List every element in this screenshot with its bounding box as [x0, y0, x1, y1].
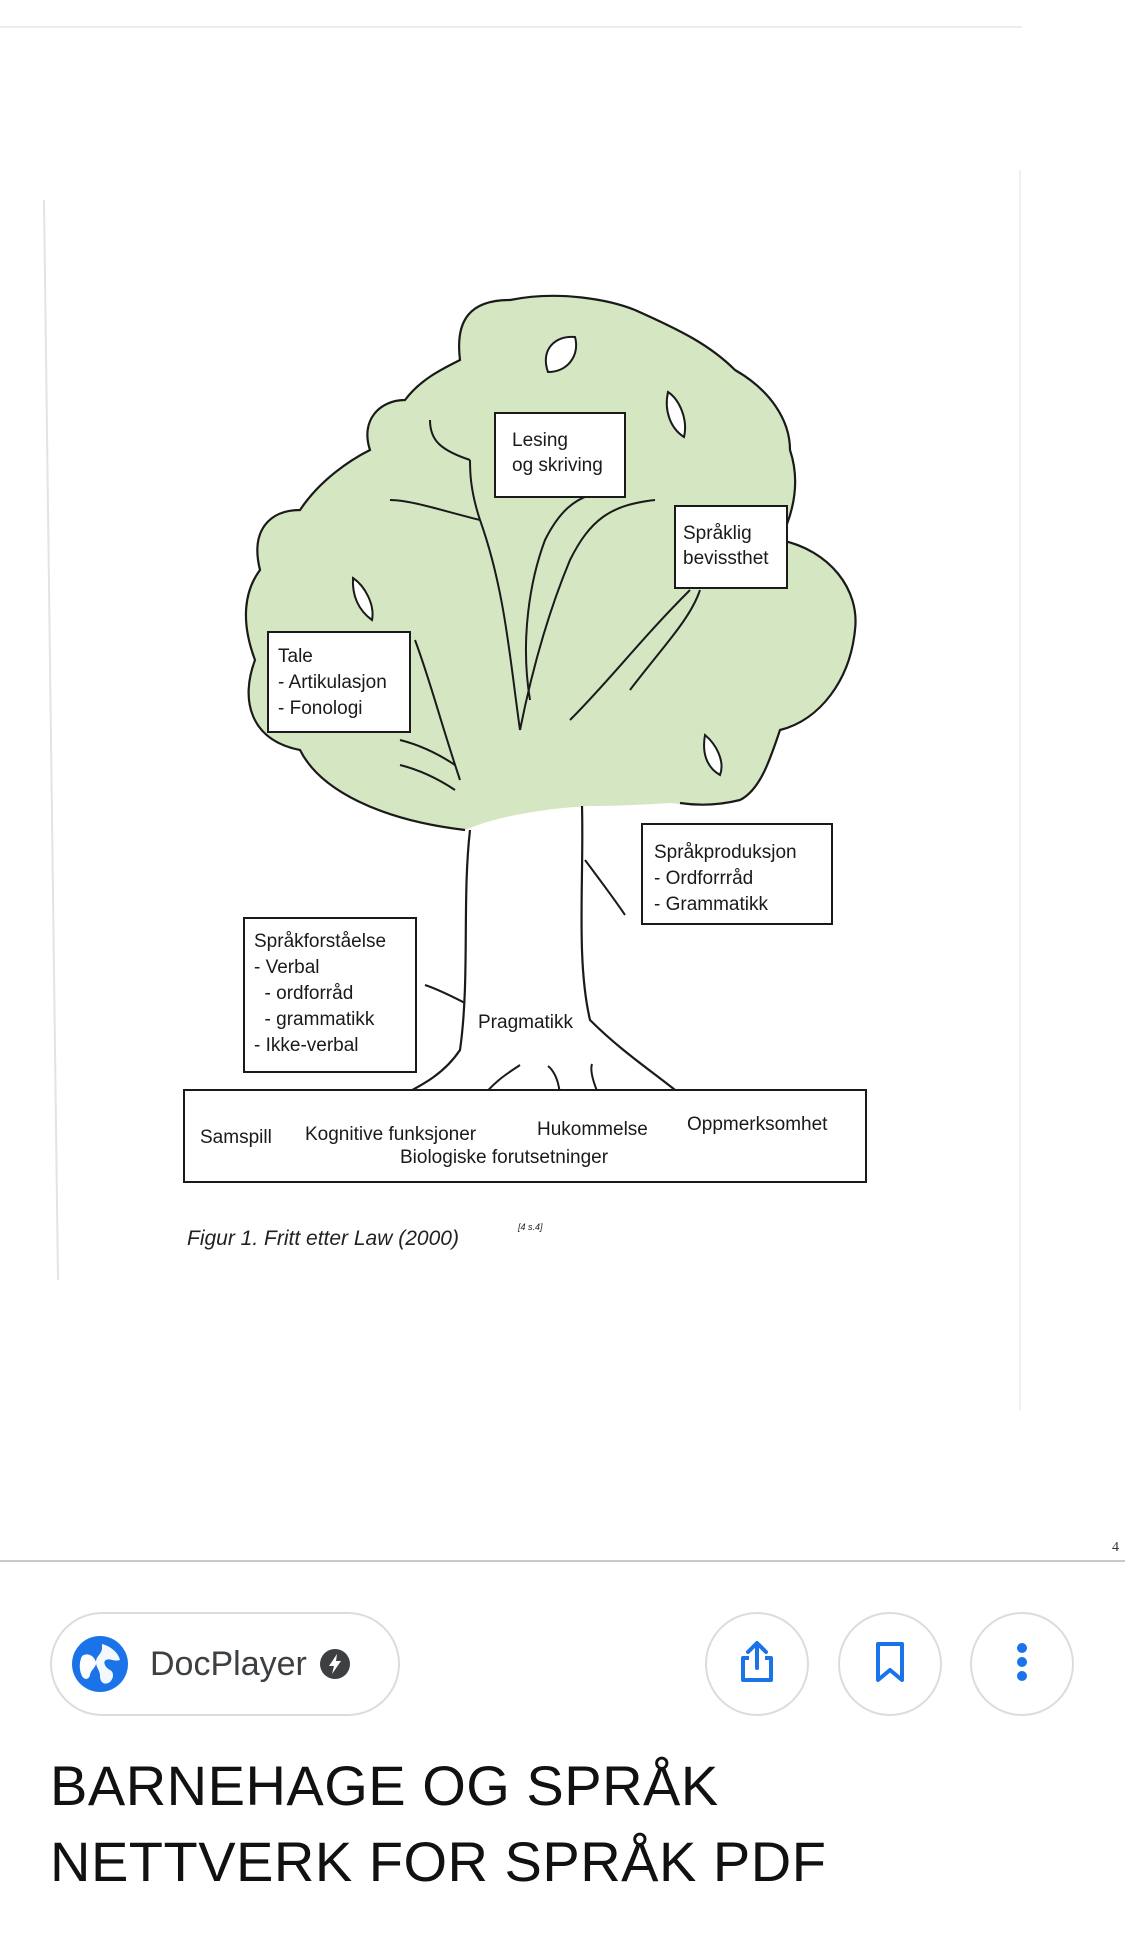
leaf-icon: [544, 335, 578, 374]
source-chip[interactable]: DocPlayer: [50, 1612, 400, 1716]
amp-lightning-icon: [319, 1648, 351, 1680]
box-produksjon-line1: Språkproduksjon: [654, 842, 797, 863]
source-name: DocPlayer: [150, 1644, 307, 1683]
box-produksjon-line2: - Ordforrråd: [654, 868, 753, 889]
more-options-button[interactable]: [970, 1612, 1074, 1716]
result-title[interactable]: BARNEHAGE OG SPRÅK NETTVERK FOR SPRÅK PD…: [50, 1748, 1070, 1900]
base-box: [183, 1089, 867, 1183]
box-spraklig-line1: Språklig: [683, 523, 752, 544]
tree-trunk: [389, 805, 676, 1103]
base-oppmerksomhet: Oppmerksomhet: [687, 1114, 828, 1135]
box-forstaelse-line3: - ordforråd: [254, 983, 353, 1004]
tree-diagram: Lesing og skriving Språklig bevissthet T…: [43, 170, 1021, 1410]
box-forstaelse-line1: Språkforståelse: [254, 931, 386, 952]
box-tale: [267, 631, 411, 733]
base-biologiske: Biologiske forutsetninger: [400, 1147, 609, 1168]
box-produksjon: [641, 823, 833, 925]
box-forstaelse: [243, 917, 417, 1073]
box-spraklig-line2: bevissthet: [683, 548, 769, 569]
document-top-edge: [0, 26, 1022, 28]
box-spraklig: [674, 505, 788, 589]
globe-icon: [70, 1634, 130, 1694]
box-tale-line2: - Artikulasjon: [278, 672, 387, 693]
share-icon: [733, 1638, 781, 1691]
base-kognitive: Kognitive funksjoner: [305, 1124, 477, 1145]
result-title-line2: NETTVERK FOR SPRÅK PDF: [50, 1830, 827, 1893]
box-forstaelse-line5: - Ikke-verbal: [254, 1035, 359, 1056]
base-samspill: Samspill: [200, 1127, 272, 1148]
preview-divider: [0, 1560, 1125, 1562]
leaf-icon: [351, 576, 374, 622]
box-tale-line3: - Fonologi: [278, 698, 363, 719]
share-button[interactable]: [705, 1612, 809, 1716]
more-vert-icon: [998, 1638, 1046, 1691]
base-hukommelse: Hukommelse: [537, 1119, 648, 1140]
leaf-icon: [703, 733, 723, 777]
box-lesing-line2: og skriving: [512, 455, 603, 476]
figure-caption: Figur 1. Fritt etter Law (2000): [187, 1227, 459, 1250]
bookmark-icon: [866, 1638, 914, 1691]
box-lesing: [494, 412, 626, 498]
pragmatikk-label: Pragmatikk: [478, 1012, 574, 1033]
leaf-icon: [665, 390, 686, 439]
result-title-line1: BARNEHAGE OG SPRÅK: [50, 1754, 719, 1817]
bookmark-button[interactable]: [838, 1612, 942, 1716]
box-forstaelse-line2: - Verbal: [254, 957, 319, 978]
page-number: 4: [1112, 1540, 1119, 1555]
box-lesing-line1: Lesing: [512, 430, 568, 451]
document-preview[interactable]: Lesing og skriving Språklig bevissthet T…: [0, 0, 1125, 1560]
box-produksjon-line3: - Grammatikk: [654, 894, 769, 915]
box-forstaelse-line4: - grammatikk: [254, 1009, 375, 1030]
figure-caption-ref: [4 s.4]: [517, 1222, 543, 1232]
box-tale-line1: Tale: [278, 646, 313, 667]
